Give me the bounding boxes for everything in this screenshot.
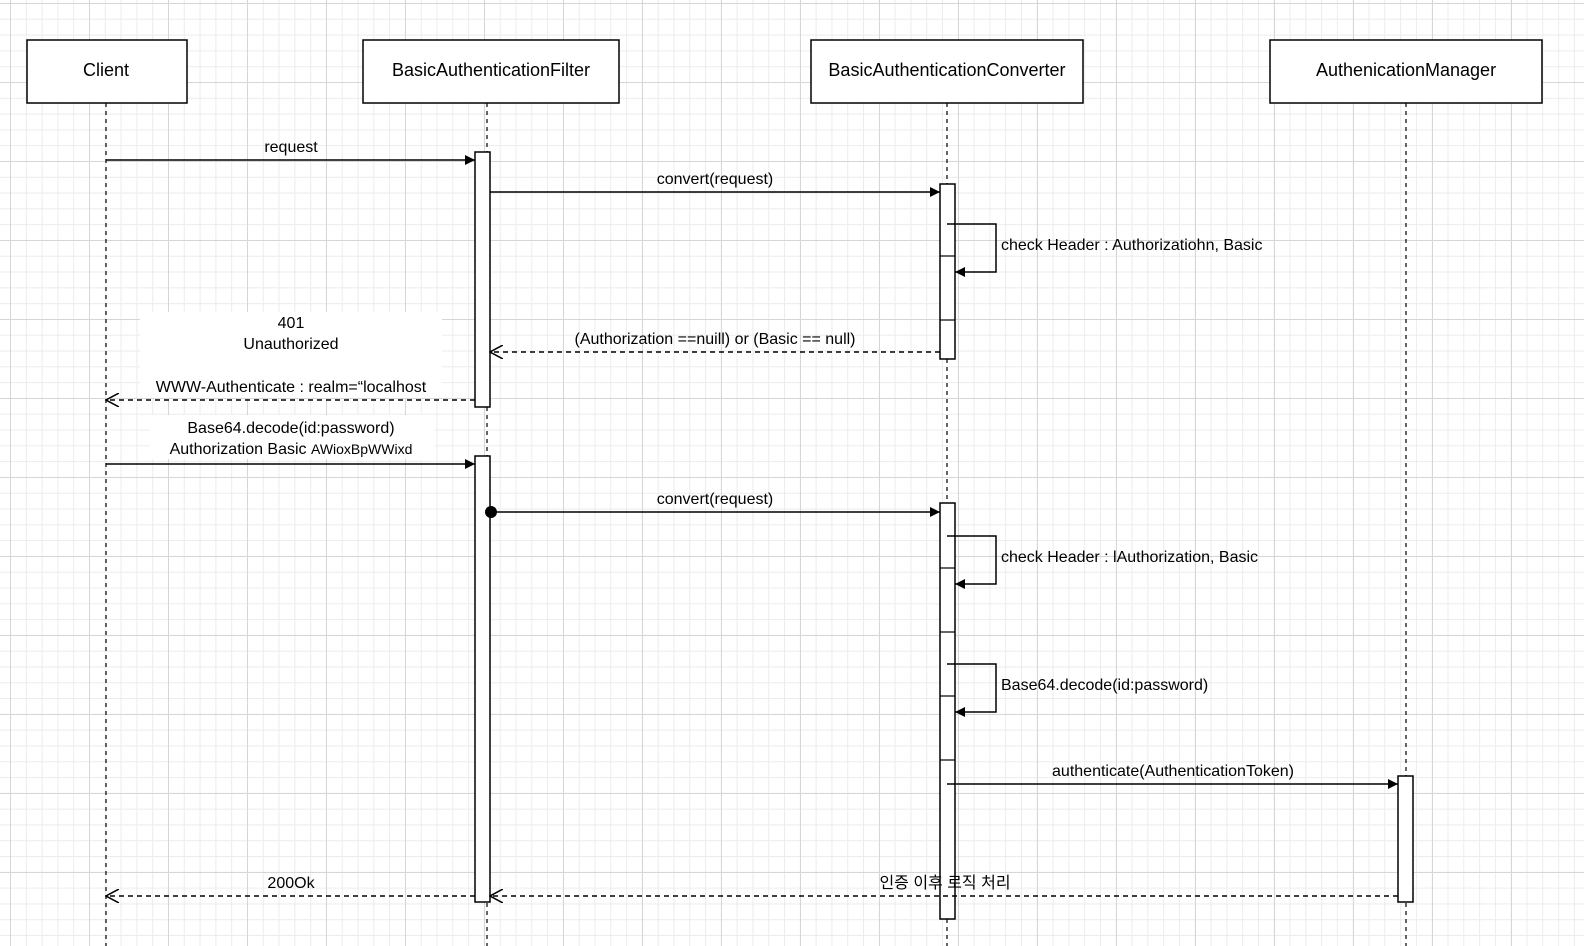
message-label: Base64.decode(id:password): [187, 420, 394, 437]
message-label: WWW-Authenticate : realm=“localhost: [156, 379, 427, 396]
message-label: (Authorization ==nuill) or (Basic == nul…: [574, 331, 855, 348]
message-label: check Header : lAuthorization, Basic: [1001, 549, 1258, 566]
participant-converter[interactable]: BasicAuthenticationConverter: [810, 39, 1084, 104]
message-convert-2: convert(request): [485, 491, 940, 518]
message-label: 200Ok: [267, 875, 315, 892]
participant-label: Client: [83, 60, 129, 80]
activation-converter-1: [939, 183, 956, 360]
message-label: 401: [278, 315, 305, 332]
message-401-unauthorized: 401 Unauthorized WWW-Authenticate : real…: [106, 312, 475, 400]
message-label: request: [264, 139, 318, 156]
message-label: Authorization Basic AWioxBpWWixd: [170, 441, 413, 458]
activation-filter-1: [474, 151, 491, 408]
participant-label: BasicAuthenticationFilter: [392, 60, 590, 80]
message-null-return: (Authorization ==nuill) or (Basic == nul…: [490, 331, 940, 352]
message-label: convert(request): [657, 171, 774, 188]
message-authenticate: authenticate(AuthenticationToken): [947, 763, 1398, 789]
activation-manager: [1397, 775, 1414, 903]
participant-label: BasicAuthenticationConverter: [828, 60, 1065, 80]
auth-basic-prefix: Authorization Basic: [170, 441, 311, 458]
participant-manager[interactable]: AuthenicationManager: [1269, 39, 1543, 104]
participant-label: AuthenicationManager: [1316, 60, 1496, 80]
message-request: request: [106, 139, 475, 165]
message-label: authenticate(AuthenticationToken): [1052, 763, 1294, 780]
message-check-header-2: check Header : lAuthorization, Basic: [947, 535, 1258, 589]
message-label: Unauthorized: [243, 336, 338, 353]
message-label: convert(request): [657, 491, 774, 508]
message-label: Base64.decode(id:password): [1001, 677, 1208, 694]
participant-client[interactable]: Client: [26, 39, 188, 104]
activation-converter-2: [939, 502, 956, 920]
message-base64-decode: Base64.decode(id:password): [947, 663, 1208, 717]
message-200-ok: 200Ok: [106, 875, 475, 896]
participant-filter[interactable]: BasicAuthenticationFilter: [362, 39, 620, 104]
message-label: check Header : Authorizatiohn, Basic: [1001, 237, 1262, 254]
auth-basic-token: AWioxBpWWixd: [311, 441, 412, 457]
message-check-header-1: check Header : Authorizatiohn, Basic: [947, 223, 1262, 277]
message-authorization-basic: Base64.decode(id:password) Authorization…: [106, 415, 475, 469]
message-post-auth-return: 인증 이후 로직 처리: [490, 874, 1398, 896]
message-label: 인증 이후 로직 처리: [879, 874, 1010, 892]
activation-filter-2: [474, 455, 491, 903]
message-convert-1: convert(request): [490, 171, 940, 197]
